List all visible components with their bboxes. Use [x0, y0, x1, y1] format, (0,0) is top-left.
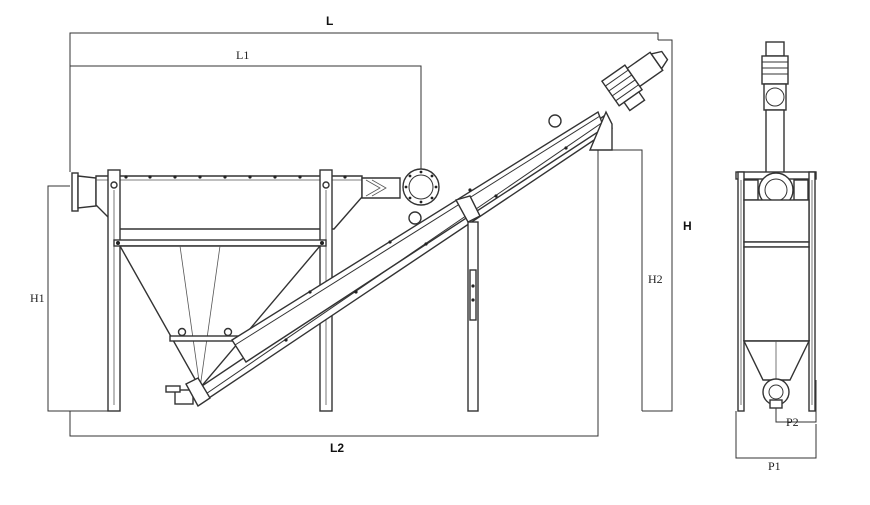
dim-L2-line: [69, 150, 599, 437]
dim-P1-line: [735, 411, 817, 459]
dim-H-label: H: [683, 219, 692, 233]
dim-H2-line: [606, 149, 643, 411]
dim-H1-line: [47, 185, 108, 412]
dim-L1-label: L1: [236, 48, 249, 62]
dim-L2-label: L2: [330, 441, 344, 455]
dim-H-line: [642, 39, 673, 412]
dim-P2-line: [775, 380, 817, 423]
strut-clamp: [454, 195, 481, 223]
front-motor-cap: [765, 41, 785, 57]
dim-H1-label: H1: [30, 291, 45, 305]
top-gear-motor: [600, 50, 669, 112]
discharge-chute: [588, 110, 613, 151]
tube-bolts: [284, 146, 568, 342]
front-tank-lower: [743, 246, 810, 342]
dim-P2-label: P2: [786, 415, 799, 429]
side-view: [71, 50, 669, 412]
tank-body: [95, 175, 363, 230]
lower-flange: [169, 335, 243, 342]
dimension-lines: L L1 H H1 H2 L2: [30, 14, 692, 455]
inlet-nozzle: [77, 175, 97, 209]
outlet-flange-ring: [402, 168, 440, 206]
dim-L-line: [69, 32, 659, 172]
front-cone: [742, 340, 811, 381]
front-view: P2 P1: [735, 41, 817, 473]
cross-beam: [113, 239, 327, 247]
bottom-stub: [185, 377, 211, 408]
front-tube: [765, 109, 785, 177]
screw-tube: [231, 110, 605, 363]
inlet-flange: [71, 172, 79, 212]
dim-H2-label: H2: [648, 272, 663, 286]
front-gearbox: [761, 55, 789, 85]
front-cross-beam: [743, 241, 810, 248]
tank-bolts: [124, 175, 347, 179]
dim-L1-line: [70, 65, 422, 172]
front-tank-upper: [743, 199, 810, 243]
dim-P1-label: P1: [768, 459, 781, 473]
inspection-port: [408, 211, 422, 225]
inspection-port-upper: [548, 114, 562, 128]
dim-L-label: L: [326, 14, 333, 28]
